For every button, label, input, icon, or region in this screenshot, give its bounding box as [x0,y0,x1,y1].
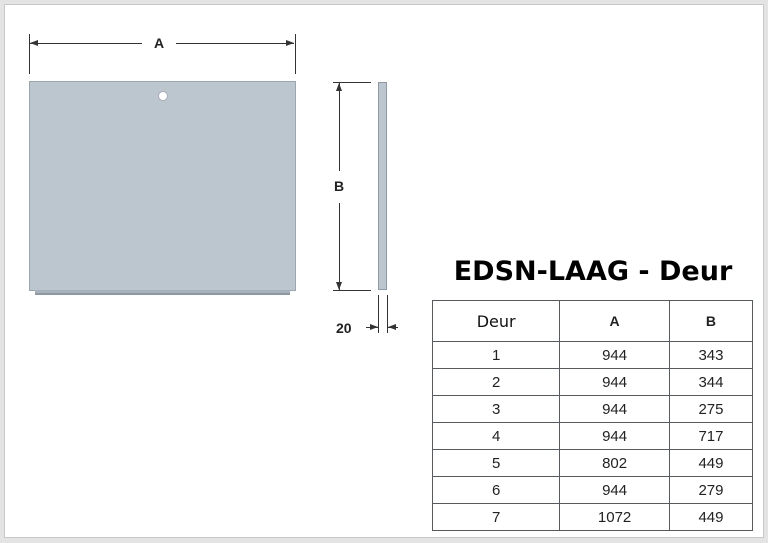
cell-deur: 6 [431,476,561,504]
table-row: 3 944 275 [431,395,754,423]
dim-b-top-extension [333,82,371,83]
table-row: 6 944 279 [431,476,754,504]
table-row: 5 802 449 [431,449,754,477]
dim-b-line-bottom [339,203,340,290]
arrow-left-icon [388,324,396,330]
cell-b: 449 [668,449,754,477]
dimensions-table: Deur A B 1 944 343 2 944 344 3 944 275 4… [431,300,754,531]
door-panel-side [378,82,387,290]
arrow-right-icon [370,324,378,330]
cell-b: 275 [668,395,754,423]
header-a: A [559,300,670,342]
cell-a: 944 [559,476,670,504]
door-panel-bottom-lip [35,290,290,295]
dim-b-line-top [339,83,340,171]
cell-deur: 7 [431,503,561,531]
cell-a: 944 [559,368,670,396]
door-panel-front [29,81,296,291]
cell-deur: 2 [431,368,561,396]
cell-a: 1072 [559,503,670,531]
cell-b: 279 [668,476,754,504]
arrow-down-icon [336,282,342,290]
table-row: 7 1072 449 [431,503,754,531]
dim-b-bottom-extension [333,290,371,291]
dim-thickness-label: 20 [336,320,352,336]
table-row: 1 944 343 [431,341,754,369]
dim-b-label: B [334,178,345,194]
cell-b: 717 [668,422,754,450]
table-row: 4 944 717 [431,422,754,450]
cell-a: 944 [559,422,670,450]
cell-deur: 1 [431,341,561,369]
dim-a-left-extension [29,34,30,74]
cell-deur: 3 [431,395,561,423]
dim-a-line-left [30,43,142,44]
table-header-row: Deur A B [431,300,754,342]
cell-b: 344 [668,368,754,396]
header-deur: Deur [431,300,561,342]
cell-deur: 4 [431,422,561,450]
cell-a: 944 [559,341,670,369]
table-row: 2 944 344 [431,368,754,396]
table-title: EDSN-LAAG - Deur [453,256,733,287]
cell-a: 944 [559,395,670,423]
arrow-left-icon [30,40,38,46]
arrow-up-icon [336,83,342,91]
dim-a-line-right [176,43,294,44]
header-b: B [668,300,754,342]
cell-a: 802 [559,449,670,477]
dim-a-label: A [154,35,165,51]
dim-thickness-right-extension [387,295,388,333]
arrow-right-icon [286,40,294,46]
mounting-hole [158,91,168,101]
cell-b: 449 [668,503,754,531]
cell-deur: 5 [431,449,561,477]
cell-b: 343 [668,341,754,369]
dim-a-right-extension [295,34,296,74]
dim-thickness-left-extension [378,295,379,333]
